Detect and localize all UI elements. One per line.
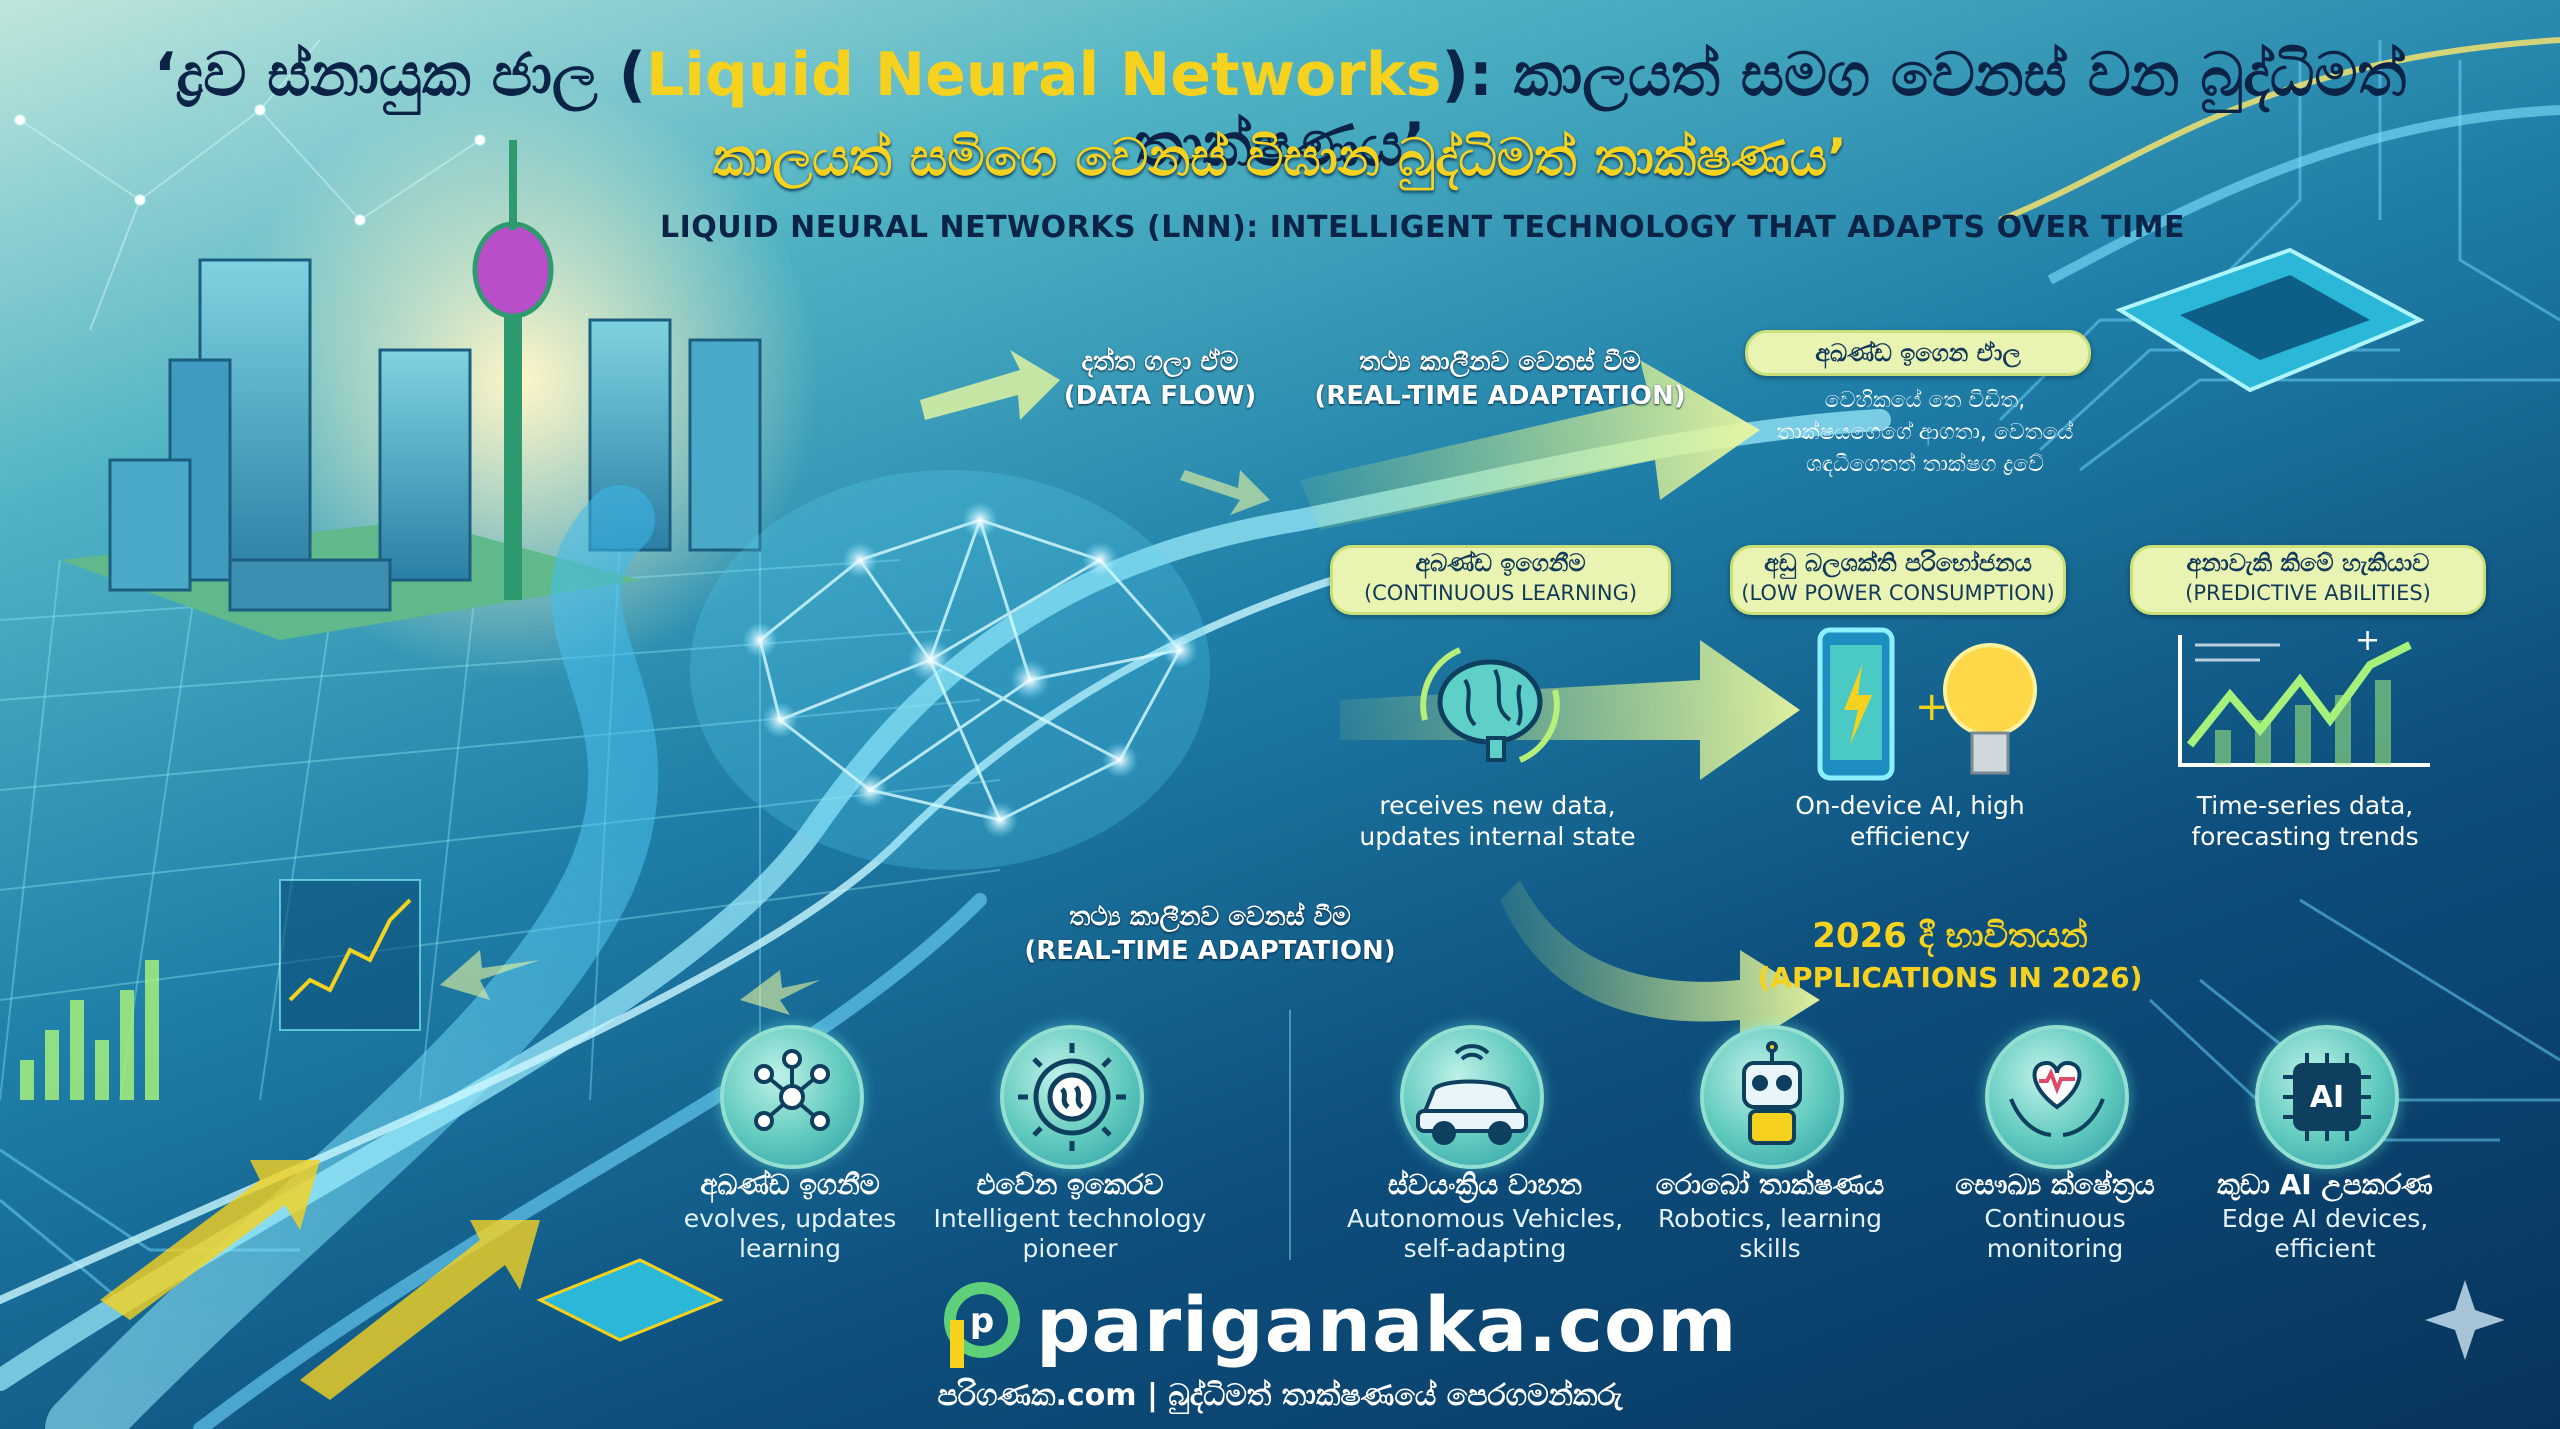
bottom-item-desc-1: Intelligent technology pioneer [933, 1204, 1207, 1263]
brand-logo-icon: p [944, 1282, 1020, 1368]
robot-icon [1700, 1025, 1844, 1169]
heart-hands-icon [1985, 1025, 2129, 1169]
bottom-item-title-4: සෞඛ්‍ය ක්ෂේත්‍රය [1955, 1168, 2155, 1201]
feature-desc-low-power: On-device AI, high efficiency [1795, 791, 2025, 851]
realtime-adaptation-label-top: තථ්‍ය කාලීනව වෙනස් වීම(REAL-TIME ADAPTAT… [1314, 347, 1686, 411]
flow-arrows [100, 350, 1820, 1400]
gear-brain-icon [1000, 1025, 1144, 1169]
trend-chart-icon: + [2178, 625, 2430, 767]
car-icon [1400, 1025, 1544, 1169]
bottom-item-title-3: රොබෝ තාක්ෂණය [1655, 1168, 1885, 1201]
ai-chip-icon: AI [2255, 1025, 2399, 1169]
svg-text:+: + [2355, 625, 2380, 658]
feature-desc-continuous-learning: receives new data, updates internal stat… [1359, 791, 1636, 851]
feature-pill-predictive: අනාවැකි කිමේ හැකියාව(PREDICTIVE ABILITIE… [2130, 545, 2486, 615]
city-skyline [60, 140, 762, 640]
chip-illustration-small [536, 1258, 724, 1342]
realtime-adaptation-label-bottom: තථ්‍ය කාලීනව වෙනස් වීම(REAL-TIME ADAPTAT… [1024, 902, 1396, 966]
bottom-item-desc-0: evolves, updates learning [683, 1204, 897, 1263]
feature-pill-low-power: අඩු බලශක්ති පරිභෝජනය(LOW POWER CONSUMPTI… [1730, 545, 2066, 615]
main-title: ‘ද්‍රව ස්නායුක ජාල (Liquid Neural Networ… [153, 40, 2407, 180]
bottom-item-title-5: කුඩා AI උපකරණ [2217, 1168, 2433, 1201]
bottom-item-title-1: එවේන ඉකෙරව [976, 1168, 1164, 1201]
bottom-item-desc-5: Edge AI devices, efficient [2221, 1204, 2429, 1263]
bottom-item-title-2: ස්වයංක්‍රිය වාහන [1387, 1168, 1583, 1201]
phone-battery-bulb-icon: + [1817, 627, 2037, 781]
network-nodes-icon [720, 1025, 864, 1169]
footer-tagline: පරිගණක.com | බුද්ධිමත් තාක්ෂණයේ පෙරගමන්ක… [937, 1378, 1623, 1413]
brand-name[interactable]: pariganaka.com [1036, 1280, 1738, 1369]
applications-heading: 2026 දී භාවිතයන්(APPLICATIONS IN 2026) [1757, 916, 2143, 994]
top-network [14, 39, 486, 331]
data-flow-label: දත්ත ගලා ඒම(DATA FLOW) [1063, 347, 1257, 411]
svg-text:+: + [1915, 684, 1949, 730]
bottom-item-desc-4: Continuous monitoring [1984, 1204, 2126, 1263]
feature-desc-predictive: Time-series data, forecasting trends [2191, 791, 2419, 851]
bottom-item-desc-2: Autonomous Vehicles, self-adapting [1346, 1204, 1624, 1263]
subtitle-english: LIQUID NEURAL NETWORKS (LNN): INTELLIGEN… [660, 210, 2186, 245]
feature-pill-continuous-learning: අබණ්ඩ ඉගෙනීම(CONTINUOUS LEARNING) [1330, 545, 1671, 615]
side-bar-chart [20, 960, 159, 1100]
bottom-item-title-0: අඛණ්ඩ ඉගනීම [700, 1168, 880, 1201]
continuous-box-description: වෙහිකයේ තෙ විඩිත, තාක්ෂයගෙගේ ආගතා, වෙතයේ… [1776, 388, 2074, 477]
bottom-item-desc-3: Robotics, learning skills [1657, 1204, 1883, 1263]
ai-chip-label: AI [2310, 1080, 2344, 1115]
sparkle-icon [2425, 1280, 2505, 1360]
subtitle-sinhala: කාලයත් සමිගෙ වෙනස් විඝාන බුද්ධිමත් තාක්ෂ… [713, 128, 1847, 188]
brand-logo-letter: p [970, 1301, 994, 1341]
brain-icon [1420, 647, 1560, 763]
chip-illustration [1998, 37, 2560, 393]
continuous-box-title: අඛණ්ඩ ඉගෙන ඒාල [1745, 330, 2091, 376]
neural-network-blob [690, 470, 1210, 870]
side-line-chart [279, 879, 421, 1031]
